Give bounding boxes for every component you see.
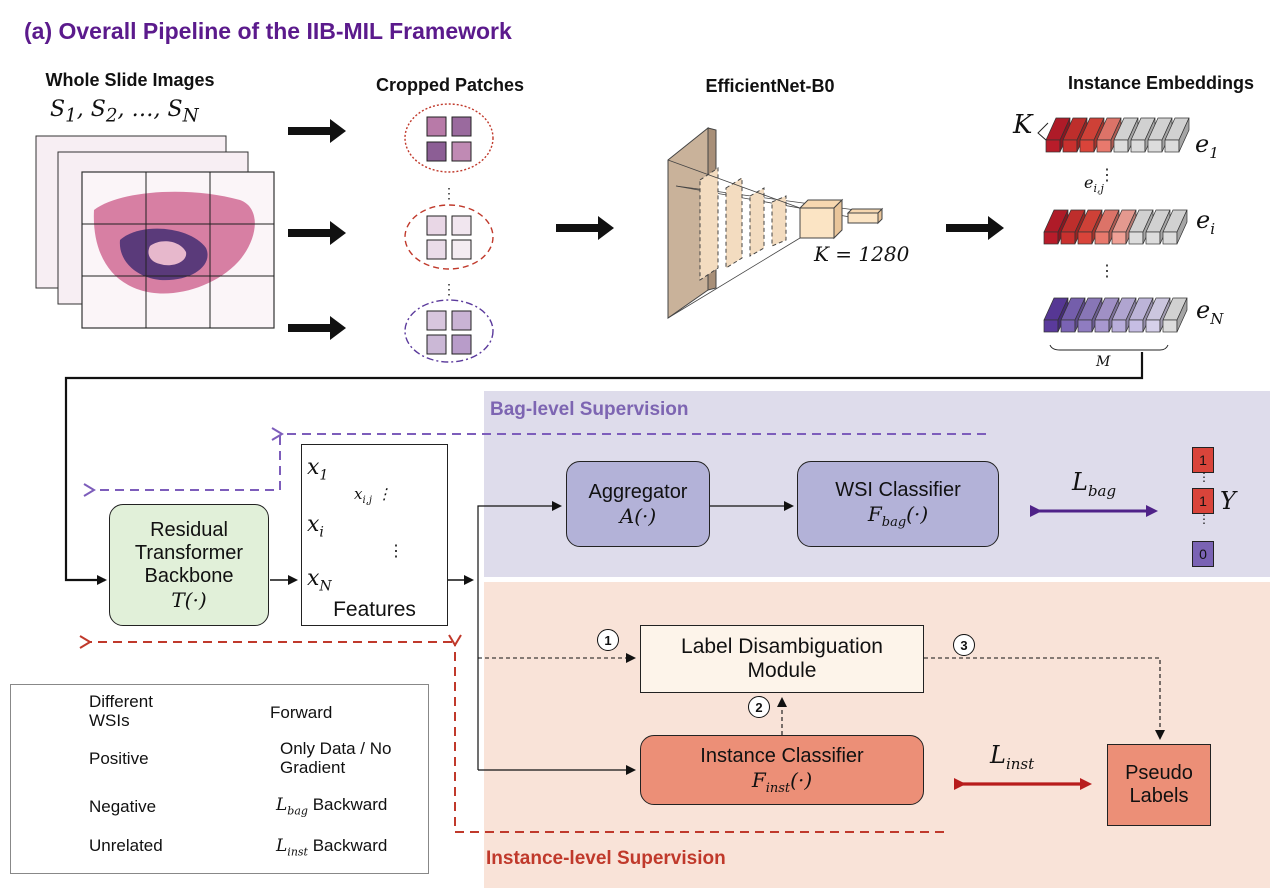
legend-positive: Positive [89, 749, 149, 768]
label-y-3: 0 [1192, 541, 1214, 567]
svg-text:⋮: ⋮ [442, 281, 456, 297]
figure-title: (a) Overall Pipeline of the IIB-MIL Fram… [24, 18, 512, 44]
legend-linst-backward: Linst Backward [276, 836, 388, 859]
rtb-math: T(·) [171, 587, 207, 612]
legend-linst-backward-text: Backward [312, 836, 388, 855]
patch-group-1 [404, 103, 494, 173]
rtb-label-2: Transformer [134, 541, 244, 564]
pseudo-labels-box: Pseudo Labels [1107, 744, 1211, 826]
step-2-marker: 2 [748, 696, 770, 718]
embedding-row-1-bar-6 [1130, 117, 1156, 153]
legend-wsis-label: WSIs [89, 711, 130, 730]
legend-unrelated: Unrelated [89, 836, 163, 855]
aggregator-math: A(·) [619, 503, 657, 528]
residual-transformer-backbone: Residual Transformer Backbone T(·) [109, 504, 269, 626]
legend-different-label: Different [89, 692, 153, 711]
embedding-row-N [1043, 297, 1188, 333]
embedding-eij-label: ei,j [1084, 173, 1104, 196]
embedding-row-N-bar-8 [1162, 297, 1188, 333]
embedding-k-label: K [1013, 110, 1033, 140]
step-3-marker: 3 [953, 634, 975, 656]
legend-gradient-label: Gradient [280, 758, 346, 777]
embedding-ei-label: ei [1196, 206, 1216, 238]
ldm-label-1: Label Disambiguation [681, 635, 883, 658]
top-forward-arrows [288, 119, 1004, 340]
pseudo-label-2: Labels [1129, 785, 1189, 807]
patches-header: Cropped Patches [375, 75, 525, 95]
wsi-stack [35, 135, 275, 329]
instance-classifier-math: Finst(·) [751, 767, 813, 796]
legend-negative: Negative [89, 797, 157, 816]
wsi-math-label: S1, S2, …, SN [50, 97, 199, 127]
embedding-m-label: M [1096, 354, 1111, 370]
legend-only-data-label: Only Data / No [280, 739, 392, 758]
efficientnet-diagram [667, 126, 884, 319]
patch-group-2 [404, 204, 494, 270]
embedding-row-1-bar-8 [1164, 117, 1190, 153]
instance-region-title: Instance-level Supervision [486, 848, 726, 869]
feature-xij-label: xi,j ⋮ [354, 485, 392, 506]
rtb-label-3: Backbone [144, 564, 234, 587]
label-y-dots-1: ⋮ [1198, 470, 1210, 484]
wsi-classifier-box: WSI Classifier Fbag(·) [797, 461, 999, 547]
legend-only-data: Only Data / No Gradient [280, 739, 392, 777]
label-y-2: 1 [1192, 488, 1214, 514]
label-y-1: 1 [1192, 447, 1214, 473]
svg-text:⋮: ⋮ [1099, 167, 1115, 184]
instance-classifier-label: Instance Classifier [700, 744, 864, 767]
network-header: EfficientNet-B0 [705, 76, 835, 96]
rtb-label-1: Residual [150, 518, 228, 541]
label-y-symbol: Y [1220, 487, 1236, 515]
embedding-eN-label: eN [1196, 296, 1224, 328]
bag-region-title: Bag-level Supervision [490, 399, 689, 420]
features-box [301, 444, 448, 626]
network-k-label: K = 1280 [814, 242, 910, 266]
embedding-row-1 [1045, 117, 1190, 153]
feature-xN-label: xN [307, 566, 332, 595]
l-inst-label: Linst [990, 741, 1035, 773]
svg-text:⋮: ⋮ [1099, 263, 1115, 280]
step-1-marker: 1 [597, 629, 619, 651]
legend-lbag-backward-text: Backward [312, 795, 388, 814]
wsi-header: Whole Slide Images [45, 70, 215, 90]
aggregator-box: Aggregator A(·) [566, 461, 710, 547]
wsi-classifier-math: Fbag(·) [867, 501, 929, 530]
legend-different-wsis: Different WSIs [89, 692, 153, 730]
ldm-label-2: Module [747, 659, 817, 682]
label-y-dots-2: ⋮ [1198, 512, 1210, 526]
embedding-row-1-bar-7 [1147, 117, 1173, 153]
feature-x1-label: x1 [307, 455, 329, 484]
svg-text:⋮: ⋮ [442, 185, 456, 201]
embedding-row-N-bar-6 [1128, 297, 1154, 333]
wsi-classifier-label: WSI Classifier [835, 478, 961, 501]
legend-lbag-backward: Lbag Backward [276, 795, 388, 818]
patch-group-3 [404, 299, 494, 363]
pseudo-label-1: Pseudo [1125, 762, 1193, 784]
feature-ellipsis: ⋮ [388, 543, 404, 560]
features-label: Features [333, 598, 416, 621]
instance-classifier-box: Instance Classifier Finst(·) [640, 735, 924, 805]
embedding-row-i-bar-8 [1162, 209, 1188, 245]
feature-xi-label: xi [307, 512, 324, 541]
legend-forward: Forward [270, 703, 333, 722]
embeddings-header: Instance Embeddings [1067, 73, 1255, 93]
label-disambiguation-module: Label Disambiguation Module [640, 625, 924, 693]
l-bag-label: Lbag [1072, 468, 1117, 500]
legend-box [10, 684, 429, 874]
embedding-row-i [1043, 209, 1188, 245]
aggregator-label: Aggregator [588, 480, 688, 503]
embedding-e1-label: e1 [1195, 130, 1219, 162]
